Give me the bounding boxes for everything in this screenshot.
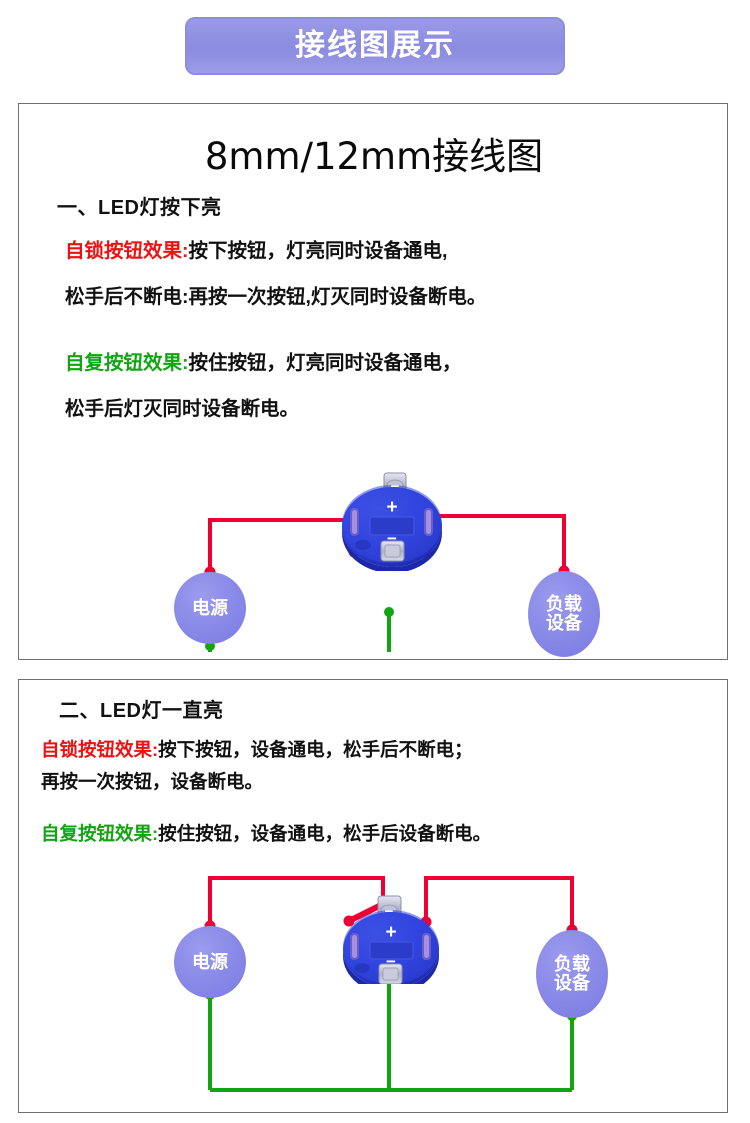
section-2-selflock-line-1: 自锁按钮效果:按下按钮，设备通电，松手后不断电； xyxy=(41,736,473,762)
terminal-plus-label: + xyxy=(386,497,397,518)
load-device-label-2-line2: 设备 xyxy=(554,973,590,993)
negative-wire-1 xyxy=(208,612,391,652)
momentary-text-1: 按住按钮，灯亮同时设备通电， xyxy=(188,352,462,374)
terminal-minus-top-label: − xyxy=(391,478,400,495)
header-banner-wrap: 接线图展示 xyxy=(0,17,750,75)
power-source-node-1: 电源 xyxy=(174,572,246,644)
push-button-graphic-1: − + − xyxy=(342,472,442,571)
section-1-selflock-line-1: 自锁按钮效果:按下按钮，灯亮同时设备通电, xyxy=(65,234,447,263)
wiring-diagram-1: − + − 电源 负载 设备 xyxy=(19,452,729,657)
load-device-label-1-line1: 负载 xyxy=(546,594,582,615)
header-banner-label: 接线图展示 xyxy=(295,29,455,62)
terminal-minus-top-label-2: − xyxy=(385,903,394,920)
dot-button-left-pin-2 xyxy=(343,915,355,927)
positive-wire-2 xyxy=(208,876,574,930)
load-device-label-2-line1: 负载 xyxy=(554,954,590,975)
momentary-text-2: 按住按钮，设备通电，松手后设备断电。 xyxy=(158,823,492,844)
terminal-minus-bottom-label: − xyxy=(387,529,397,548)
momentary-tag-2: 自复按钮效果: xyxy=(41,823,159,844)
self-lock-tag: 自锁按钮效果: xyxy=(65,240,189,262)
terminal-plus-label-2: + xyxy=(385,922,396,943)
negative-wire-2-paths xyxy=(208,977,574,1092)
momentary-tag: 自复按钮效果: xyxy=(65,352,189,374)
section-2-momentary-line-1: 自复按钮效果:按住按钮，设备通电，松手后设备断电。 xyxy=(41,820,491,846)
section-2-heading: 二、LED灯一直亮 xyxy=(59,700,224,722)
self-lock-text-2: 按下按钮，设备通电，松手后不断电； xyxy=(158,739,473,760)
load-device-node-2: 负载 设备 xyxy=(536,930,608,1018)
terminal-minus-bottom-label-2: − xyxy=(386,952,396,971)
load-device-label-1-line2: 设备 xyxy=(546,613,582,633)
section-2-selflock-line-2: 再按一次按钮，设备断电。 xyxy=(41,771,264,792)
power-source-label-1: 电源 xyxy=(192,597,228,618)
self-lock-tag-2: 自锁按钮效果: xyxy=(41,739,159,760)
wiring-panel-section-1: 8mm/12mm接线图 一、LED灯按下亮 自锁按钮效果:按下按钮，灯亮同时设备… xyxy=(18,103,728,660)
section-1-momentary-line-1: 自复按钮效果:按住按钮，灯亮同时设备通电， xyxy=(65,346,462,375)
self-lock-text-1: 按下按钮，灯亮同时设备通电, xyxy=(188,240,448,262)
power-source-label-2: 电源 xyxy=(192,951,228,972)
push-button-graphic-2: − + − xyxy=(343,895,439,984)
page-title: 8mm/12mm接线图 xyxy=(204,135,544,178)
section-1-selflock-line-2: 松手后不断电:再按一次按钮,灯灭同时设备断电。 xyxy=(65,286,487,308)
wiring-panel-section-2: 二、LED灯一直亮 自锁按钮效果:按下按钮，设备通电，松手后不断电； 再按一次按… xyxy=(18,679,728,1113)
section-1-momentary-line-2: 松手后灯灭同时设备断电。 xyxy=(65,398,300,420)
header-banner: 接线图展示 xyxy=(185,17,565,75)
section-1-heading: 一、LED灯按下亮 xyxy=(57,197,222,219)
dot-button-bottom-terminal xyxy=(384,607,394,617)
load-device-node-1: 负载 设备 xyxy=(528,571,600,657)
power-source-node-2: 电源 xyxy=(174,926,246,998)
wiring-diagram-2: − + − 电源 负载 设备 xyxy=(19,864,729,1104)
